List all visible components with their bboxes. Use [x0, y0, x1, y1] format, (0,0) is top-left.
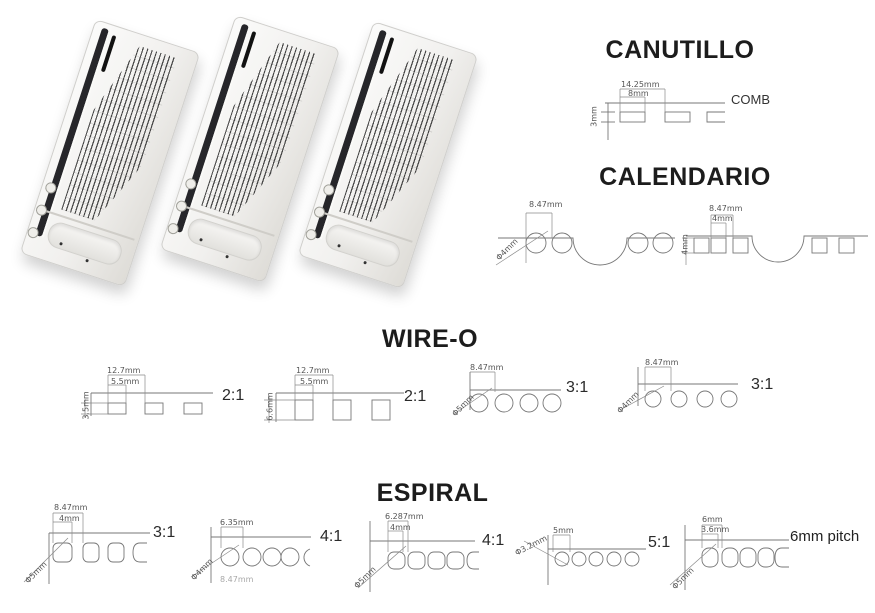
die-pin-dot [85, 258, 89, 263]
comb-label: COMB [731, 92, 770, 107]
espiral3-ratio: 4:1 [482, 532, 505, 549]
wireo1-width-label: 5.5mm [111, 377, 140, 386]
espiral5-pitch-label: 6mm [702, 515, 723, 524]
wireo-31-phi4-diagram [619, 366, 738, 411]
espiral-51-diagram [523, 534, 646, 585]
espiral2-pitch-label: 6.35mm [220, 518, 254, 527]
wireo1-ratio: 2:1 [222, 387, 245, 404]
die-pin-dot [363, 260, 367, 265]
calendario-title: CALENDARIO [599, 163, 771, 191]
calendario-square-pitch-label: 8.47mm [709, 204, 743, 213]
square-holes [693, 237, 855, 254]
espiral5-pitch-note: 6mm pitch [790, 528, 860, 545]
round-holes [644, 390, 738, 408]
wireo2-width-label: 5.5mm [300, 377, 329, 386]
round-holes [554, 551, 640, 567]
wireo2-height-label: 6.6mm [265, 392, 275, 421]
espiral3-pitch-label: 6.287mm [385, 512, 424, 521]
espiral-41-phi4-diagram [190, 526, 311, 583]
wireo-21-rect-diagram [81, 374, 213, 418]
die-pin-dot [225, 254, 229, 259]
wireo3-ratio: 3:1 [566, 379, 589, 396]
canutillo-dimension-lines [619, 88, 666, 112]
oval-holes [387, 551, 479, 570]
die-punch-pins [201, 34, 317, 225]
espiral4-pitch-label: 5mm [553, 526, 574, 535]
round-holes [469, 393, 562, 413]
wireo3-pitch-label: 8.47mm [470, 363, 504, 372]
wireo-title: WIRE-O [381, 325, 479, 353]
canutillo-width-label: 8mm [628, 89, 649, 98]
die-punch-pins [61, 38, 177, 229]
calendario-round-pitch-label: 8.47mm [529, 200, 563, 209]
oval-holes [701, 547, 789, 568]
espiral3-width-label: 4mm [390, 523, 411, 532]
calendario-square-width-label: 4mm [712, 214, 733, 223]
espiral1-pitch-label: 8.47mm [54, 503, 88, 512]
espiral1-ratio: 3:1 [153, 524, 176, 541]
espiral2-ratio: 4:1 [320, 528, 343, 545]
espiral1-width-label: 4mm [59, 514, 80, 523]
die-punch-pins [339, 40, 455, 231]
calendario-round-diagram [495, 212, 675, 266]
espiral5-width-label: 3.6mm [701, 525, 730, 534]
espiral-41-phi5-diagram [357, 520, 479, 592]
wireo1-pitch-label: 12.7mm [107, 366, 141, 375]
canutillo-title: CANUTILLO [605, 36, 755, 64]
canutillo-height-label: 3mm [589, 106, 599, 127]
canutillo-diagram [601, 88, 725, 140]
wireo2-pitch-label: 12.7mm [296, 366, 330, 375]
oval-holes [52, 542, 147, 563]
calendario-square-diagram [682, 214, 868, 265]
espiral2-extra-dim-label: 8.47mm [220, 575, 254, 584]
round-holes [220, 547, 311, 567]
round-holes [525, 232, 674, 254]
wireo-21-square-diagram [264, 374, 404, 423]
espiral-31-diagram [23, 512, 150, 584]
espiral-6mm-diagram [669, 524, 789, 590]
canutillo-pitch-label: 14.25mm [621, 80, 660, 89]
espiral-title: ESPIRAL [376, 479, 489, 507]
wireo2-ratio: 2:1 [404, 388, 427, 405]
calendario-square-height-label: 4mm [680, 234, 690, 255]
wireo4-pitch-label: 8.47mm [645, 358, 679, 367]
wireo-31-phi5-diagram [453, 371, 562, 415]
punch-dies-photo [19, 8, 479, 300]
wireo4-ratio: 3:1 [751, 376, 774, 393]
wireo1-height-label: 3.5mm [81, 391, 91, 420]
espiral4-ratio: 5:1 [648, 534, 671, 551]
